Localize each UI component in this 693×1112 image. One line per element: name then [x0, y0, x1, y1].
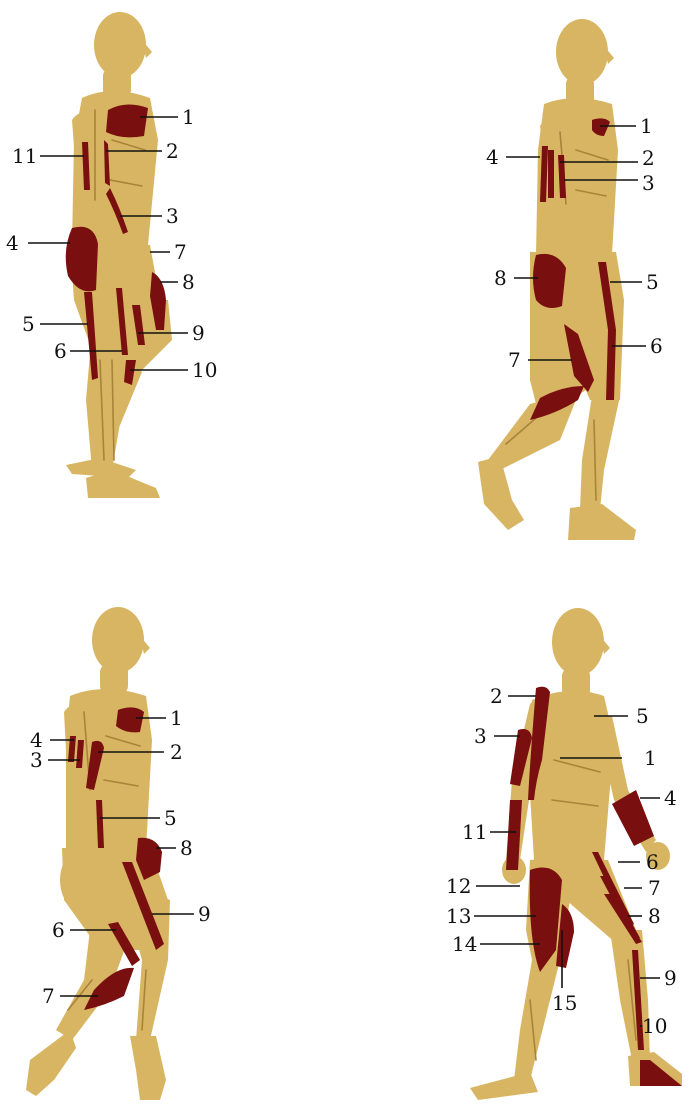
label-7: 7 [648, 876, 661, 900]
label-5: 5 [22, 312, 35, 336]
label-14: 14 [452, 932, 477, 956]
label-4: 4 [6, 231, 19, 255]
label-8: 8 [180, 836, 193, 860]
label-7: 7 [508, 348, 521, 372]
figure-bottom-right: 1 2 3 4 5 6 7 8 9 10 11 12 13 14 15 [446, 608, 682, 1100]
label-5: 5 [636, 704, 649, 728]
label-8: 8 [648, 904, 661, 928]
label-6: 6 [52, 918, 65, 942]
label-1: 1 [640, 114, 653, 138]
label-8: 8 [182, 270, 195, 294]
label-4: 4 [664, 786, 677, 810]
label-1: 1 [182, 105, 195, 129]
label-11: 11 [12, 144, 37, 168]
label-2: 2 [166, 139, 179, 163]
label-3: 3 [474, 724, 487, 748]
label-7: 7 [42, 984, 55, 1008]
label-3: 3 [166, 204, 179, 228]
label-15: 15 [552, 991, 577, 1015]
label-8: 8 [494, 266, 507, 290]
label-13: 13 [446, 904, 471, 928]
label-9: 9 [664, 966, 677, 990]
label-11: 11 [462, 820, 487, 844]
label-3: 3 [642, 171, 655, 195]
label-4: 4 [30, 728, 43, 752]
figure-top-right: 1 2 3 4 5 6 7 8 [478, 19, 663, 540]
label-10: 10 [192, 358, 217, 382]
label-5: 5 [164, 806, 177, 830]
label-1: 1 [644, 746, 657, 770]
label-1: 1 [170, 706, 183, 730]
label-2: 2 [642, 146, 655, 170]
label-6: 6 [650, 334, 663, 358]
figure-bottom-left: 1 2 3 4 5 6 7 8 9 [26, 607, 211, 1100]
label-5: 5 [646, 270, 659, 294]
label-7: 7 [174, 240, 187, 264]
figure-top-left: 1 2 3 4 7 8 5 6 9 10 11 [6, 12, 217, 498]
label-2: 2 [170, 740, 183, 764]
label-6: 6 [54, 339, 67, 363]
label-6: 6 [646, 850, 659, 874]
label-10: 10 [642, 1014, 667, 1038]
label-9: 9 [192, 321, 205, 345]
label-12: 12 [446, 874, 471, 898]
label-2: 2 [490, 684, 503, 708]
label-4: 4 [486, 145, 499, 169]
label-9: 9 [198, 902, 211, 926]
